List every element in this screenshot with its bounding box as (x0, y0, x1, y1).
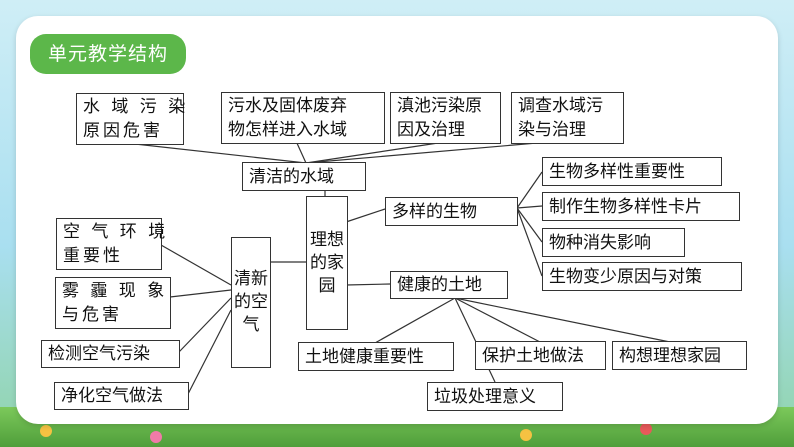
node-bio-decline: 生物变少原因与对策 (542, 262, 742, 291)
connector-line (169, 289, 232, 298)
connector-line (345, 208, 386, 223)
connector-line (516, 205, 543, 209)
connector-line (295, 140, 307, 164)
section-title-badge: 单元教学结构 (30, 34, 186, 74)
node-purify-air: 净化空气做法 (54, 382, 189, 410)
flower-decoration (40, 425, 52, 437)
connector-line (454, 297, 671, 343)
flower-decoration (640, 423, 652, 435)
connector-line (305, 140, 561, 164)
node-bio-card: 制作生物多样性卡片 (542, 192, 740, 221)
node-clean-water: 清洁的水域 (242, 162, 366, 191)
flower-decoration (150, 431, 162, 443)
node-soil-importance: 土地健康重要性 (298, 342, 454, 371)
node-garbage: 垃圾处理意义 (427, 382, 563, 411)
node-water-pollution-cause: 水 域 污 染 原因危害 (76, 93, 185, 145)
connector-line (186, 309, 232, 397)
node-air-importance: 空 气 环 境 重要性 (56, 218, 165, 270)
connector-line (516, 207, 543, 277)
node-diverse-life: 多样的生物 (385, 197, 518, 226)
node-ideal-home: 理想的家园 (306, 196, 348, 330)
node-dianchi: 滇池污染原 因及治理 (390, 92, 501, 144)
node-extinction: 物种消失影响 (542, 228, 685, 257)
connector-line (305, 142, 439, 164)
connector-line (374, 297, 456, 344)
node-smog: 雾 霾 现 象 与危害 (55, 277, 171, 329)
flower-decoration (520, 429, 532, 441)
connector-line (345, 283, 391, 286)
node-fresh-air: 清新的空气 (231, 237, 271, 368)
node-survey-water: 调查水域污 染与治理 (511, 92, 624, 144)
connector-line (134, 143, 307, 164)
connector-line (516, 171, 543, 209)
node-imagine-home: 构想理想家园 (612, 341, 747, 370)
node-bio-importance: 生物多样性重要性 (542, 157, 722, 186)
connector-line (160, 244, 232, 286)
connector-line (454, 297, 541, 343)
node-protect-soil: 保护土地做法 (475, 341, 606, 370)
node-waste-entry: 污水及固体废弃 物怎样进入水域 (221, 92, 385, 144)
connector-line (178, 297, 232, 353)
connector-line (516, 207, 543, 243)
node-detect-air: 检测空气污染 (41, 340, 180, 368)
node-healthy-soil: 健康的土地 (390, 271, 508, 299)
